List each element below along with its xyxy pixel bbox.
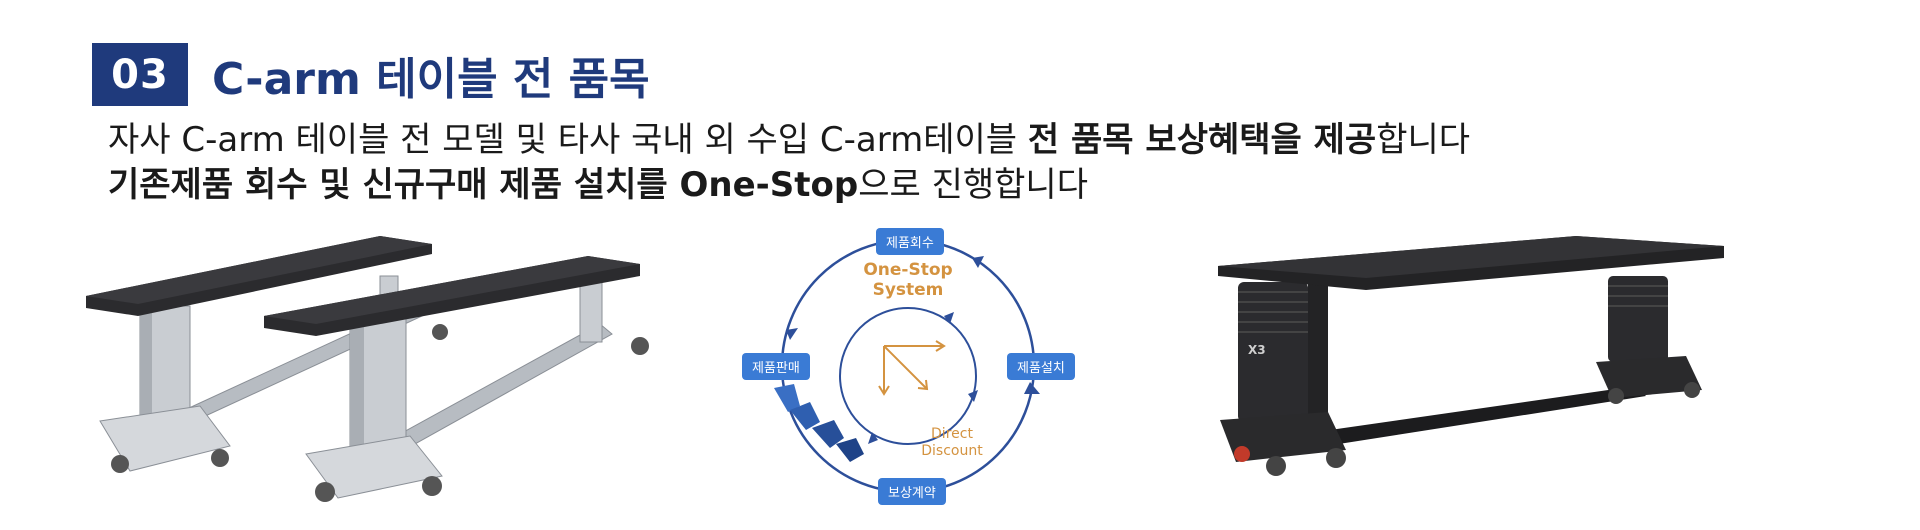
product-image-table-right: X3 xyxy=(1218,236,1724,476)
inner-arrow-icon xyxy=(968,390,978,402)
description-line-2-text: 으로 진행합니다 xyxy=(858,165,1088,205)
inner-cycle-ring xyxy=(839,307,977,445)
step-product-sales: 제품판매 xyxy=(742,353,810,380)
left-column-ridges xyxy=(1238,291,1308,333)
description-line-2-bold: 기존제품 회수 및 신규구매 제품 설치를 One-Stop xyxy=(108,165,859,205)
step-product-recovery: 제품회수 xyxy=(876,228,944,255)
inner-arrow-icon xyxy=(868,432,878,444)
description-line-1-text-b: 합니다 xyxy=(1376,120,1471,160)
outer-arrow-icon xyxy=(786,328,798,340)
description-line-1-bold: 전 품목 보상혜택을 제공 xyxy=(1027,120,1377,160)
one-stop-system-title: One-Stop System xyxy=(848,260,968,300)
one-stop-title-line-2: System xyxy=(872,280,944,300)
sales-flow-chevrons-icon xyxy=(774,384,864,462)
step-compensation-contract: 보상계약 xyxy=(878,478,946,505)
direct-discount-arrows-icon xyxy=(878,340,946,396)
outer-arrow-icon xyxy=(972,256,984,268)
description-line-1-text-a: 자사 C-arm 테이블 전 모델 및 타사 국내 외 수입 C-arm테이블 xyxy=(108,120,1028,160)
right-column-ridges xyxy=(1608,285,1668,307)
direct-discount-label: Direct Discount xyxy=(912,426,992,460)
table-front xyxy=(264,256,649,502)
one-stop-cycle-diagram: 제품회수 제품설치 보상계약 제품판매 One-Stop System Dire… xyxy=(728,216,1088,516)
step-product-installation: 제품설치 xyxy=(1007,353,1075,380)
direct-discount-line-2: Discount xyxy=(921,443,983,459)
model-mark-x3: X3 xyxy=(1248,343,1266,357)
product-image-tables-left xyxy=(86,236,649,502)
description-line-1: 자사 C-arm 테이블 전 모델 및 타사 국내 외 수입 C-arm테이블 … xyxy=(108,118,1470,162)
one-stop-title-line-1: One-Stop xyxy=(863,260,953,280)
outer-arrow-icon xyxy=(1024,382,1040,394)
section-title: C-arm 테이블 전 품목 xyxy=(212,53,650,105)
direct-discount-line-1: Direct xyxy=(931,426,973,442)
inner-arrow-icon xyxy=(944,312,954,324)
description-line-2: 기존제품 회수 및 신규구매 제품 설치를 One-Stop으로 진행합니다 xyxy=(108,163,1088,207)
section-heading: 03 C-arm 테이블 전 품목 xyxy=(92,43,650,106)
section-number-badge: 03 xyxy=(92,43,188,106)
